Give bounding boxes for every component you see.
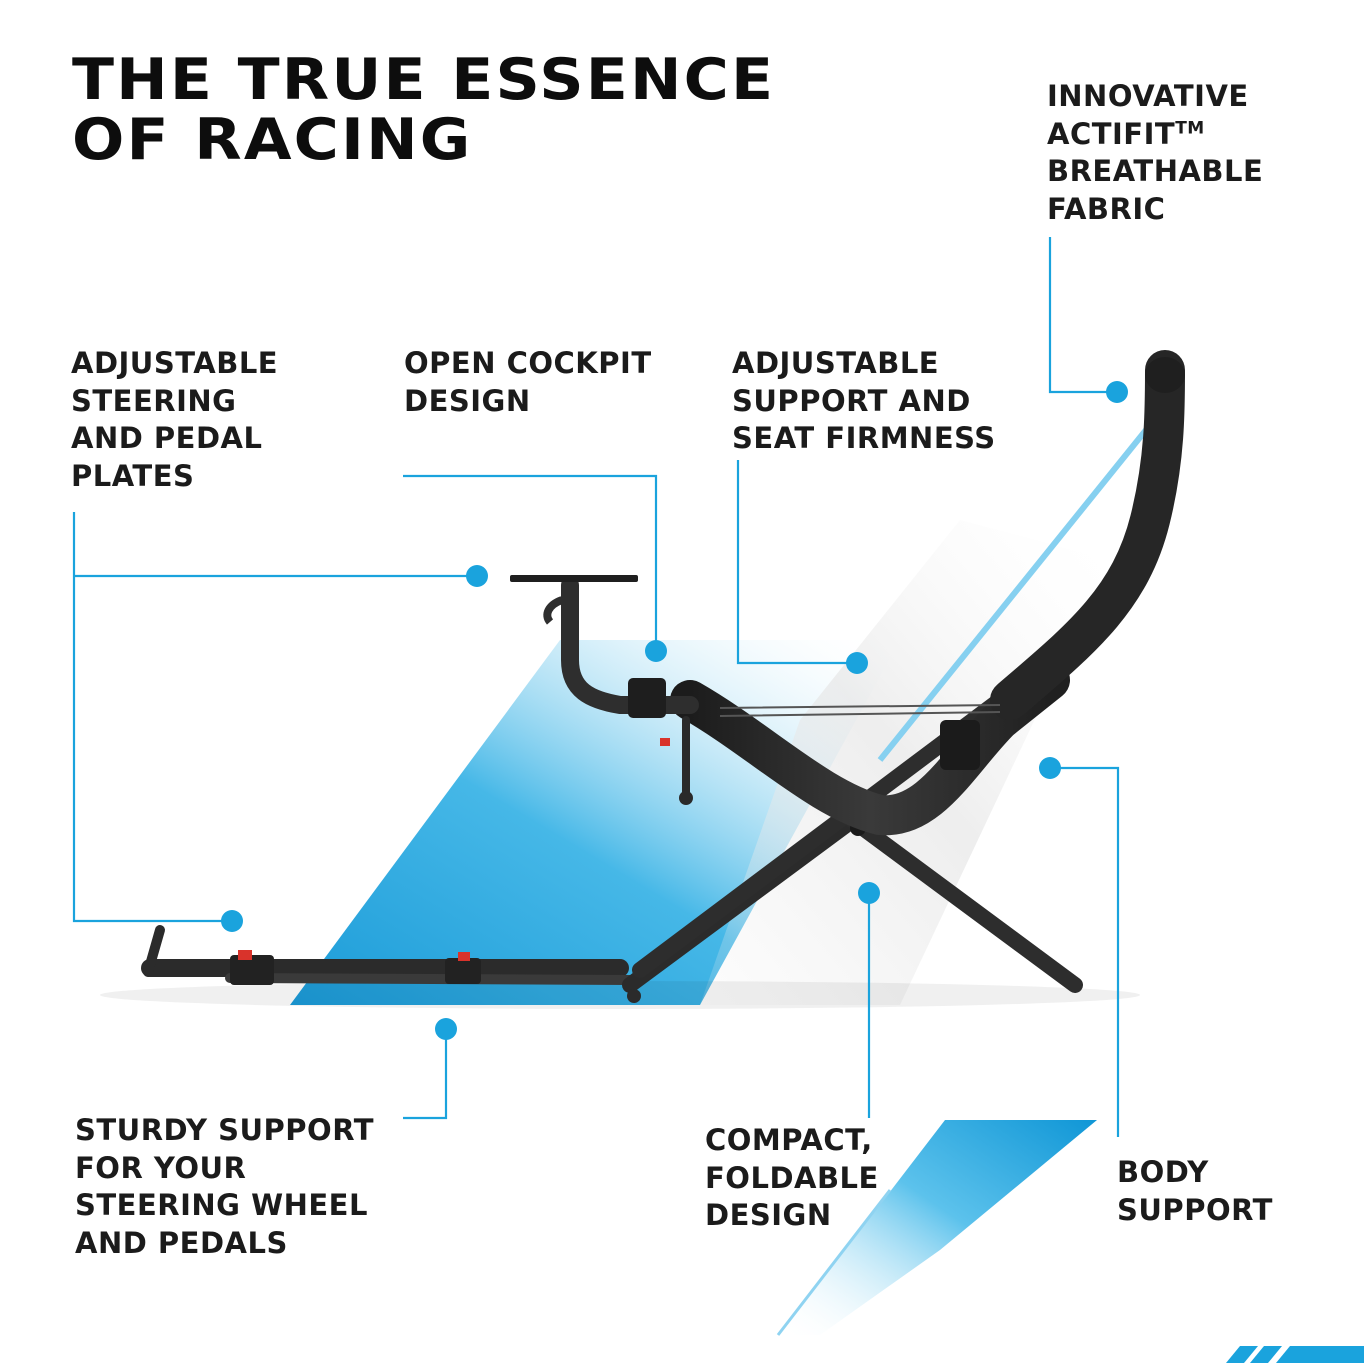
callout-line-cockpit xyxy=(403,474,658,651)
lever-knob xyxy=(679,791,693,805)
corner-stripe xyxy=(1276,1346,1364,1363)
label-steering-line: AND PEDAL xyxy=(71,421,263,455)
label-steering-line: PLATES xyxy=(71,458,195,493)
headrest xyxy=(1145,357,1185,393)
label-support-line: ADJUSTABLE xyxy=(732,346,940,380)
label-cockpit-line: OPEN COCKPIT xyxy=(404,346,652,380)
callout-line-fabric xyxy=(1048,237,1115,394)
seat-straps xyxy=(719,704,1001,717)
label-compact-line: COMPACT, xyxy=(705,1123,873,1157)
rail-clamp xyxy=(230,955,274,985)
label-fabric-line: FABRIC xyxy=(1047,191,1166,226)
headline-line-1: THE TRUE ESSENCE xyxy=(72,47,776,113)
column-clamp xyxy=(628,678,666,718)
steering-plate xyxy=(510,575,638,582)
rail-clamp-red xyxy=(458,952,470,961)
callout-dot-sturdy xyxy=(435,1018,457,1040)
callout-line-sturdy xyxy=(403,1030,448,1120)
callout-lines xyxy=(72,237,1120,1137)
headline: THE TRUE ESSENCE OF RACING xyxy=(72,50,775,170)
callout-dot-support xyxy=(846,652,868,674)
steering-knob xyxy=(543,596,564,625)
column-clamp-red xyxy=(660,738,670,746)
callout-dot-cockpit xyxy=(645,640,667,662)
front-foot xyxy=(143,925,165,977)
label-cockpit-line: DESIGN xyxy=(404,383,531,418)
callout-line-body xyxy=(1050,766,1120,1137)
callout-line-steering xyxy=(72,512,232,923)
label-compact-foldable: COMPACT, FOLDABLE DESIGN xyxy=(705,1122,879,1235)
callout-dot-compact xyxy=(858,882,880,904)
label-support-line: SUPPORT AND xyxy=(732,383,971,418)
label-body-line: BODY xyxy=(1117,1155,1209,1189)
label-open-cockpit: OPEN COCKPIT DESIGN xyxy=(404,345,652,420)
label-body-line: SUPPORT xyxy=(1117,1192,1273,1227)
callout-dot-fabric xyxy=(1106,381,1128,403)
label-sturdy-line: STEERING WHEEL xyxy=(75,1188,368,1222)
label-fabric-line: INNOVATIVE xyxy=(1047,79,1249,113)
callout-dot-steering xyxy=(466,565,488,587)
light-blue-stripe-bottom xyxy=(776,1189,892,1336)
label-compact-line: DESIGN xyxy=(705,1198,832,1232)
label-sturdy-line: STURDY SUPPORT xyxy=(75,1113,375,1147)
callout-dot-body xyxy=(1039,757,1061,779)
label-support-line: SEAT FIRMNESS xyxy=(732,421,996,455)
label-body-support: BODY SUPPORT xyxy=(1117,1154,1273,1229)
label-fabric-line: BREATHABLE xyxy=(1047,154,1264,188)
blue-accent-band-bottom xyxy=(780,1120,1097,1335)
rail-clamp-red xyxy=(238,950,252,960)
steering-column xyxy=(561,576,699,714)
seat-strap-buckle xyxy=(940,720,980,770)
corner-stripe xyxy=(1250,1346,1282,1363)
label-steering-line: STEERING xyxy=(71,383,237,418)
rail-clamp xyxy=(445,958,481,984)
front-foot-joint xyxy=(627,989,641,1003)
callout-line-support xyxy=(736,460,857,665)
seat-back xyxy=(990,350,1185,720)
label-fabric: INNOVATIVE ACTIFITTM BREATHABLE FABRIC xyxy=(1047,78,1263,228)
label-sturdy-line: AND PEDALS xyxy=(75,1225,288,1260)
label-steering-plates: ADJUSTABLE STEERING AND PEDAL PLATES xyxy=(71,345,278,495)
callout-dot-plates xyxy=(221,910,243,932)
base-rail-lower xyxy=(225,973,635,985)
label-fabric-word: ACTIFIT xyxy=(1047,116,1176,151)
floor-shadow xyxy=(100,981,1140,1009)
corner-stripe xyxy=(1226,1346,1258,1363)
label-seat-firmness: ADJUSTABLE SUPPORT AND SEAT FIRMNESS xyxy=(732,345,996,458)
label-compact-line: FOLDABLE xyxy=(705,1160,879,1195)
label-steering-line: ADJUSTABLE xyxy=(71,346,279,380)
callout-dots xyxy=(221,381,1128,1040)
headline-line-2: OF RACING xyxy=(72,107,473,173)
label-sturdy-line: FOR YOUR xyxy=(75,1150,247,1185)
light-blue-stripe xyxy=(877,423,1153,762)
trademark-mark: TM xyxy=(1175,117,1205,138)
label-fabric-line: ACTIFITTM xyxy=(1047,116,1263,154)
label-sturdy-support: STURDY SUPPORT FOR YOUR STEERING WHEEL A… xyxy=(75,1112,374,1262)
